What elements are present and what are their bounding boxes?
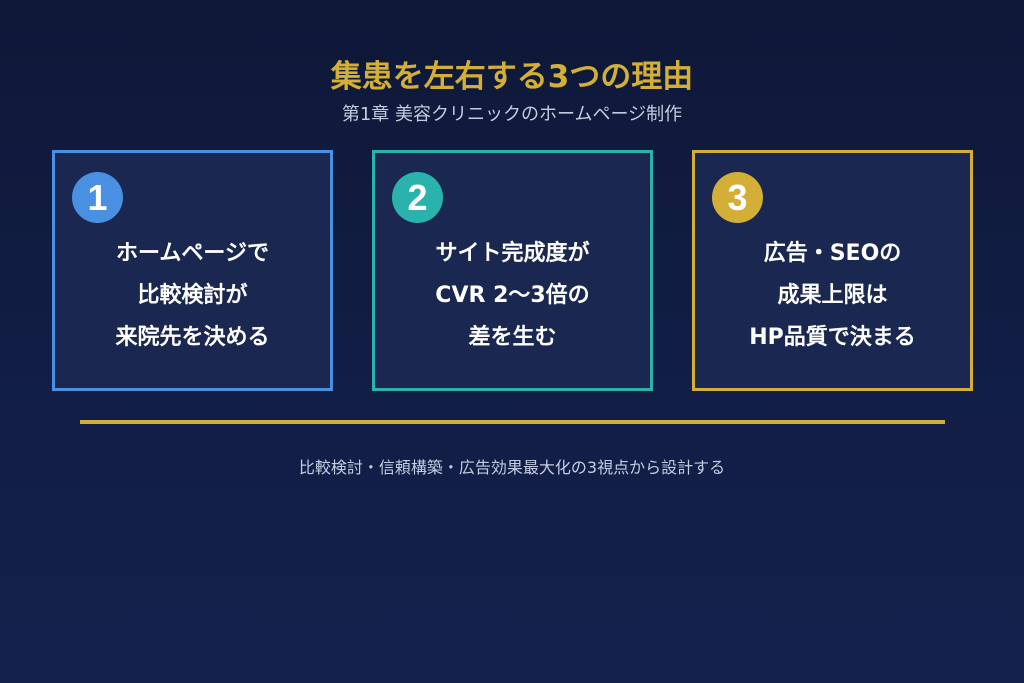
number-badge-1: 1 — [72, 172, 123, 223]
reason-card-1: 1 ホームページで 比較検討が 来院先を決める — [52, 150, 333, 391]
card-line: 広告・SEOの — [763, 241, 902, 266]
footer-caption: 比較検討・信頼構築・広告効果最大化の3視点から設計する — [298, 458, 726, 477]
reason-card-2: 2 サイト完成度が CVR 2〜3倍の 差を生む — [372, 150, 653, 391]
number-badge-2: 2 — [392, 172, 443, 223]
card-line: 成果上限は — [777, 283, 888, 308]
card-line: CVR 2〜3倍の — [435, 283, 590, 308]
page-title: 集患を左右する3つの理由 — [330, 59, 694, 95]
reason-card-text: サイト完成度が CVR 2〜3倍の 差を生む — [375, 233, 650, 359]
reason-card-3: 3 広告・SEOの 成果上限は HP品質で決まる — [692, 150, 973, 391]
gold-divider — [80, 420, 945, 424]
card-line: HP品質で決まる — [749, 325, 916, 350]
reason-card-text: ホームページで 比較検討が 来院先を決める — [55, 233, 330, 359]
card-line: 差を生む — [468, 325, 557, 350]
card-line: 比較検討が — [137, 283, 248, 308]
number-badge-3: 3 — [712, 172, 763, 223]
card-line: サイト完成度が — [435, 241, 590, 266]
card-line: ホームページで — [116, 241, 269, 266]
reason-card-text: 広告・SEOの 成果上限は HP品質で決まる — [695, 233, 970, 359]
card-line: 来院先を決める — [115, 325, 270, 350]
page-subtitle: 第1章 美容クリニックのホームページ制作 — [341, 104, 683, 125]
